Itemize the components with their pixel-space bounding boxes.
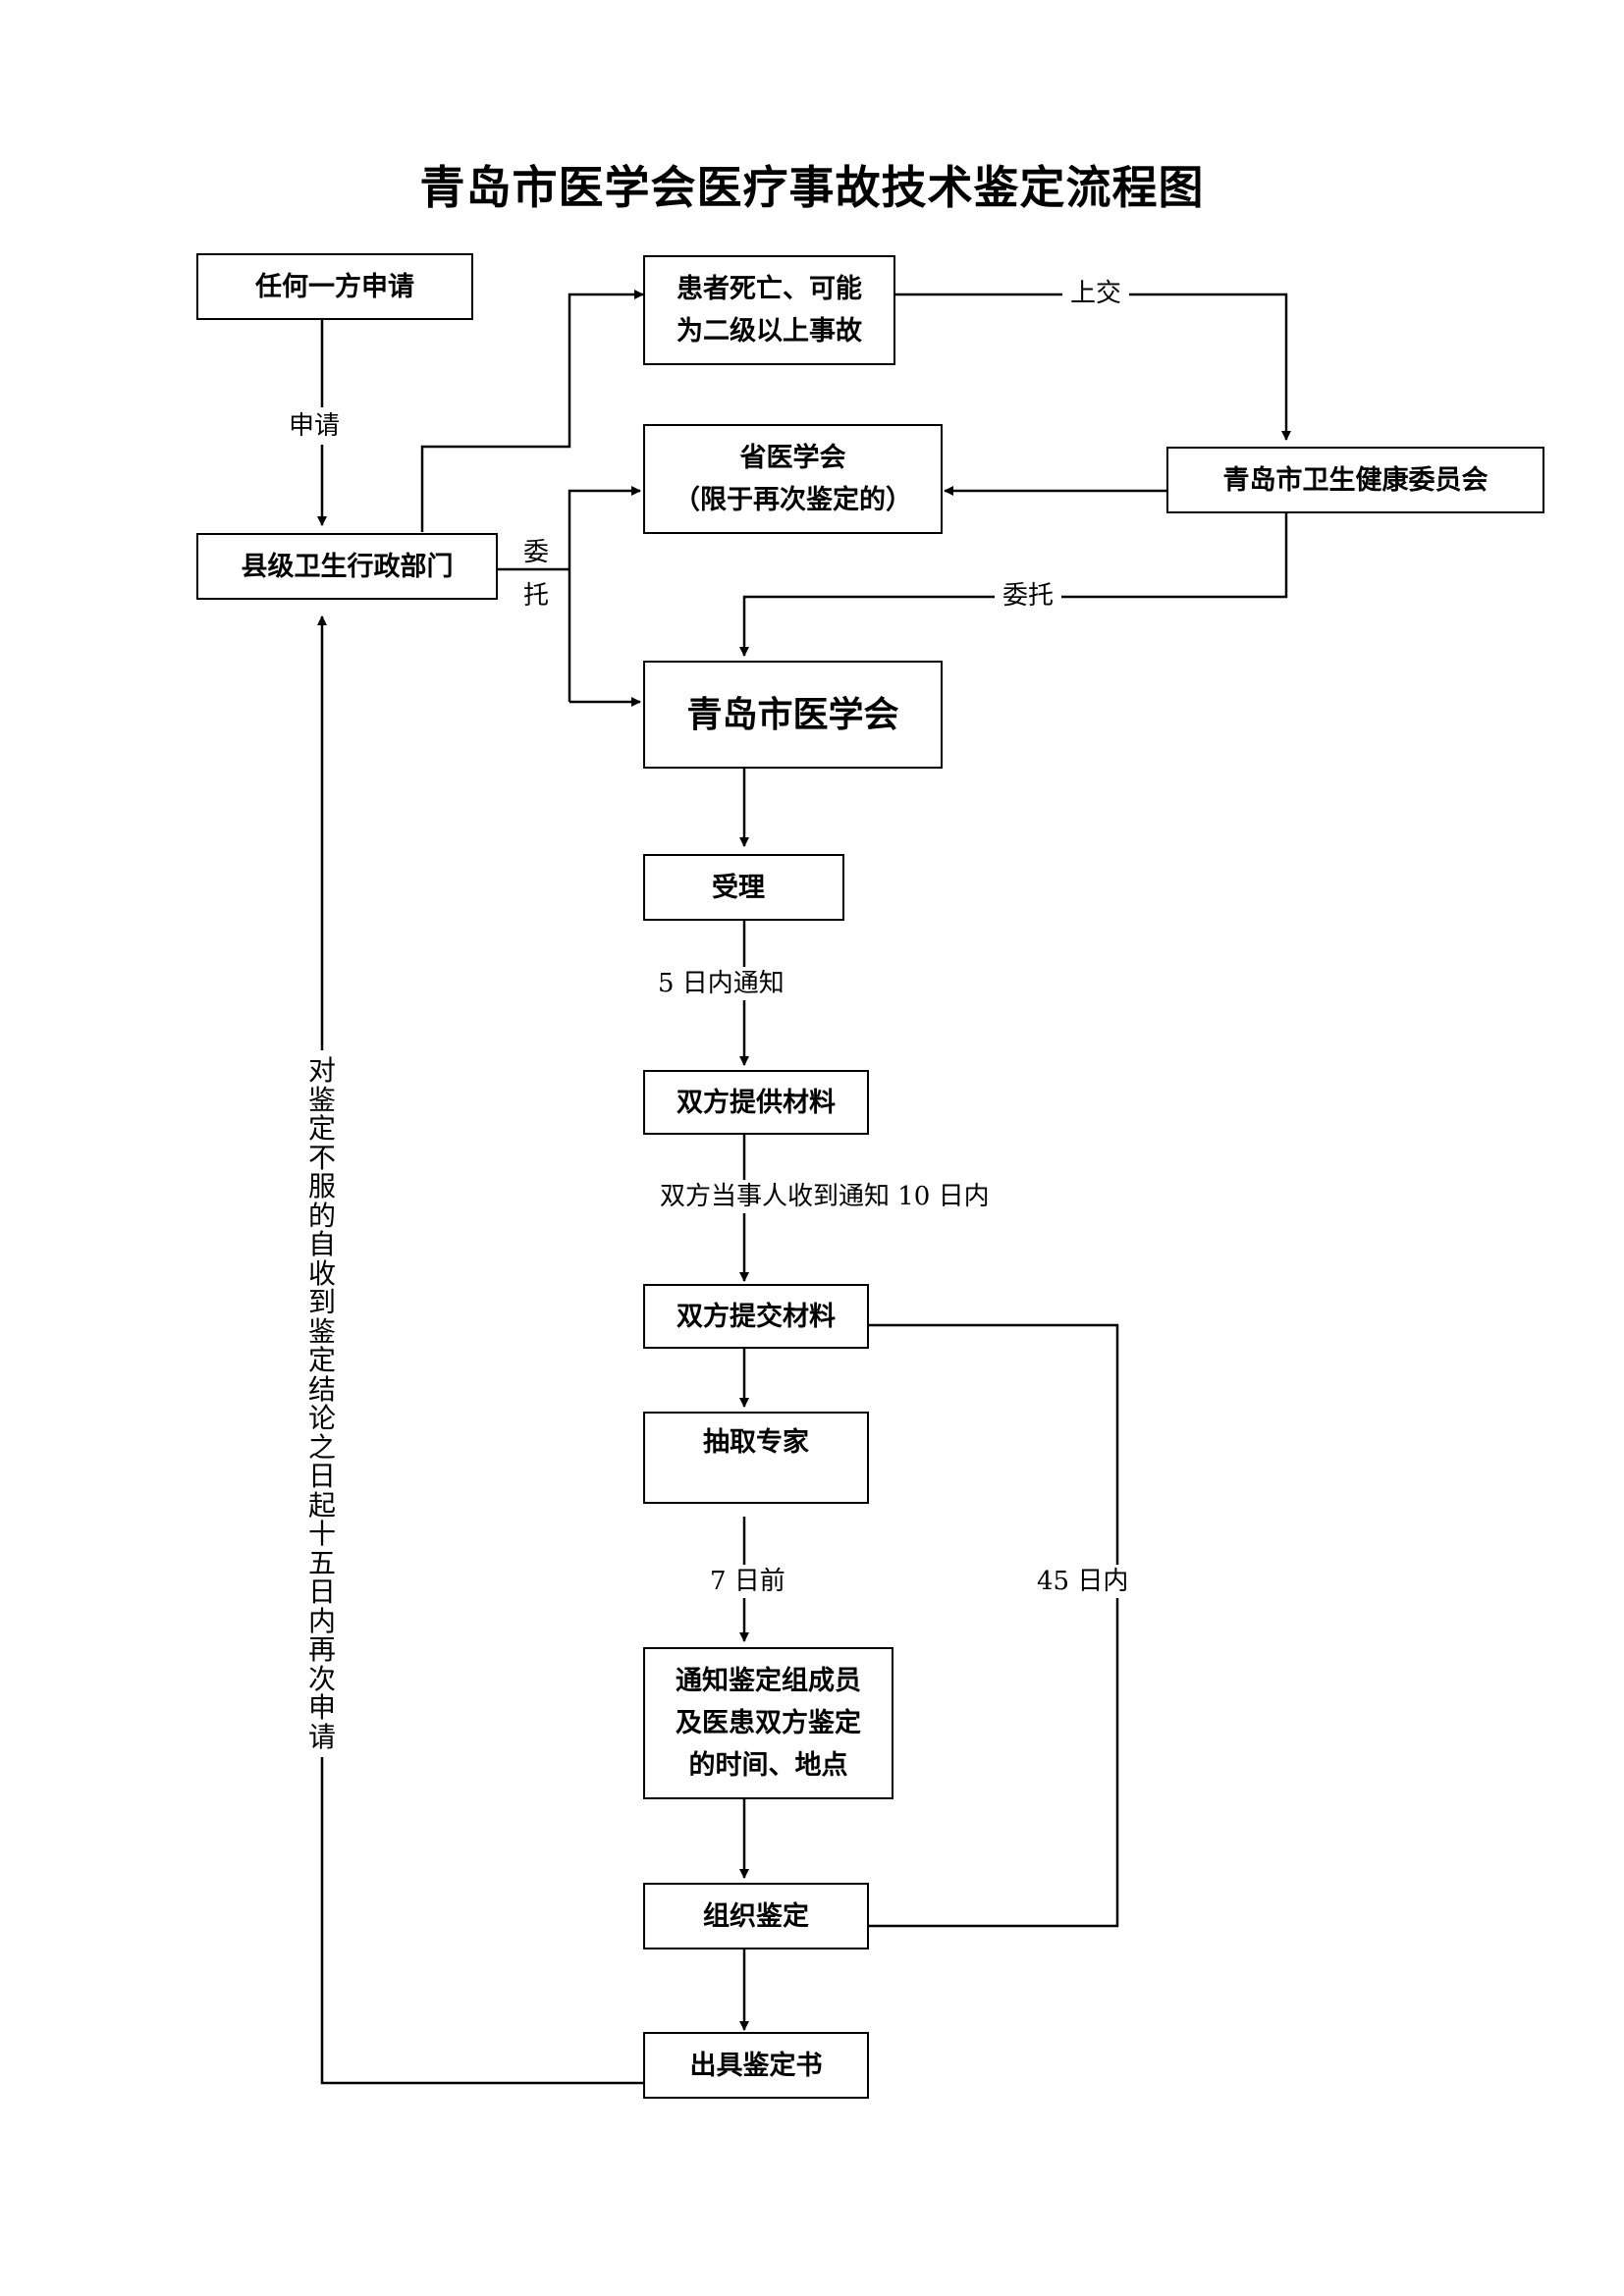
label-7-days-before: 7 日前 (706, 1565, 789, 1598)
label-reapply-char: 定 (307, 1112, 336, 1145)
box-select-experts: 抽取专家 (643, 1412, 869, 1504)
box-issue-report: 出具鉴定书 (643, 2032, 869, 2099)
label-reapply-char: 论 (307, 1402, 336, 1434)
label-reapply-char: 申 (307, 1691, 336, 1724)
box-notify-panel: 通知鉴定组成员 及医患双方鉴定 的时间、地点 (643, 1647, 893, 1799)
label-reapply-vertical: 对鉴定不服的自收到鉴定结论之日起十五日内再次申请 (304, 1050, 340, 1757)
label-reapply-char: 十 (307, 1518, 336, 1550)
box-accept: 受理 (643, 854, 844, 921)
label-reapply-char: 收 (307, 1256, 336, 1290)
label-apply: 申请 (287, 407, 343, 445)
label-within-10-days: 双方当事人收到通知 10 日内 (656, 1180, 994, 1213)
label-entrust-left-bottom: 托 (523, 581, 550, 611)
box-qingdao-medical-assoc: 青岛市医学会 (643, 661, 943, 769)
box-county-health-dept: 县级卫生行政部门 (196, 533, 498, 600)
label-reapply-char: 结 (307, 1372, 336, 1406)
label-entrust-left-top: 委 (523, 538, 550, 567)
label-reapply-char: 日 (307, 1575, 336, 1608)
box-both-provide-materials: 双方提供材料 (643, 1070, 869, 1135)
label-reapply-char: 请 (307, 1720, 336, 1753)
box-provincial-assoc: 省医学会 （限于再次鉴定的） (643, 424, 943, 534)
label-reapply-char: 次 (307, 1662, 336, 1695)
label-reapply-char: 不 (307, 1141, 336, 1174)
label-reapply-char: 自 (307, 1228, 336, 1260)
connector-submit-up (844, 293, 1291, 441)
label-reapply-char: 日 (307, 1460, 336, 1492)
label-entrust-right: 委托 (995, 581, 1062, 611)
label-reapply-char: 定 (307, 1344, 336, 1376)
label-reapply-char: 鉴 (307, 1314, 336, 1348)
label-reapply-char: 之 (307, 1430, 336, 1464)
connector-county-to-provincial (568, 486, 641, 702)
connector-county-to-death-case (420, 290, 644, 532)
page-title: 青岛市医学会医疗事故技术鉴定流程图 (419, 161, 1205, 214)
label-reapply-char: 起 (307, 1488, 336, 1522)
box-qingdao-health-commission: 青岛市卫生健康委员会 (1166, 447, 1544, 513)
box-organize-appraisal: 组织鉴定 (643, 1883, 869, 1949)
box-death-case: 患者死亡、可能 为二级以上事故 (643, 255, 895, 365)
connector-reapply-loop (317, 615, 643, 2085)
label-reapply-char: 到 (307, 1286, 336, 1318)
connector-45-days-bracket (869, 1323, 1119, 1928)
label-reapply-char: 服 (307, 1170, 336, 1202)
label-submit-up: 上交 (1062, 279, 1130, 308)
label-reapply-char: 内 (307, 1604, 336, 1637)
label-notify-5-days: 5 日内通知 (654, 967, 788, 1000)
box-both-submit-materials: 双方提交材料 (643, 1284, 869, 1349)
label-reapply-char: 对 (307, 1054, 336, 1087)
box-any-party-apply: 任何一方申请 (196, 253, 473, 320)
label-reapply-char: 再 (307, 1633, 336, 1666)
label-reapply-char: 的 (307, 1199, 336, 1232)
label-reapply-char: 五 (307, 1546, 336, 1579)
label-reapply-char: 鉴 (307, 1083, 336, 1116)
label-within-45-days: 45 日内 (1031, 1565, 1135, 1598)
